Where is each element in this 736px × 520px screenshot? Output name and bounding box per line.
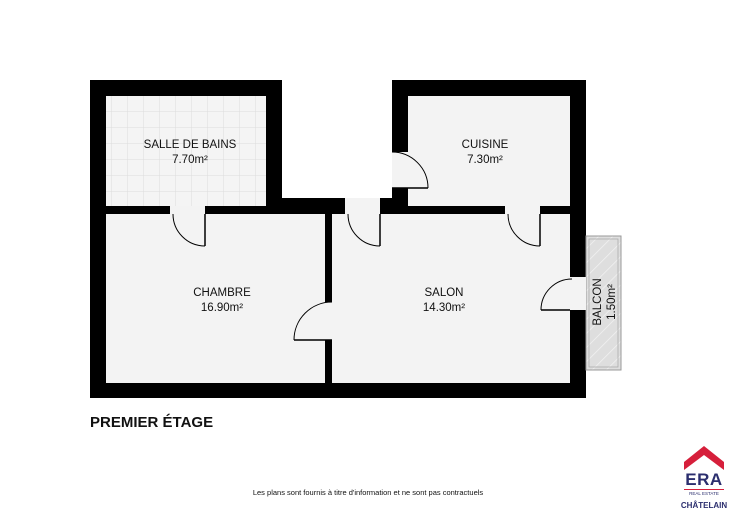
door-cuisine [391,151,429,189]
door-entrance-salon [345,198,381,247]
room-area: 16.90m² [201,302,243,314]
disclaimer: Les plans sont fournis à titre d'informa… [252,488,484,497]
floor-title: PREMIER ÉTAGE [90,414,214,431]
room-name: BALCON [592,278,604,325]
room-name: CUISINE [462,139,509,151]
door-salon-cuisine [505,206,541,247]
room-salle-de-bains [106,96,266,206]
room-name: SALLE DE BAINS [144,139,237,151]
room-salon [332,214,570,383]
logo-tagline: REAL ESTATE [684,489,724,496]
door-bathroom [170,206,206,247]
logo-agency: CHÂTELAIN [680,501,728,510]
room-area: 14.30m² [423,302,465,314]
door-balcony [540,277,586,311]
room-name: SALON [425,287,464,299]
room-cuisine [408,96,570,206]
era-logo-roof [684,446,724,470]
room-area: 7.30m² [467,154,503,166]
room-chambre [106,214,325,383]
room-area: 7.70m² [172,154,208,166]
logo-brand: ERA [685,470,723,489]
door-chambre-salon [293,301,333,341]
room-area: 1.50m² [606,284,618,320]
era-logo: ERA REAL ESTATE CHÂTELAIN [676,470,732,510]
doors [170,151,586,341]
room-name: CHAMBRE [193,287,251,299]
